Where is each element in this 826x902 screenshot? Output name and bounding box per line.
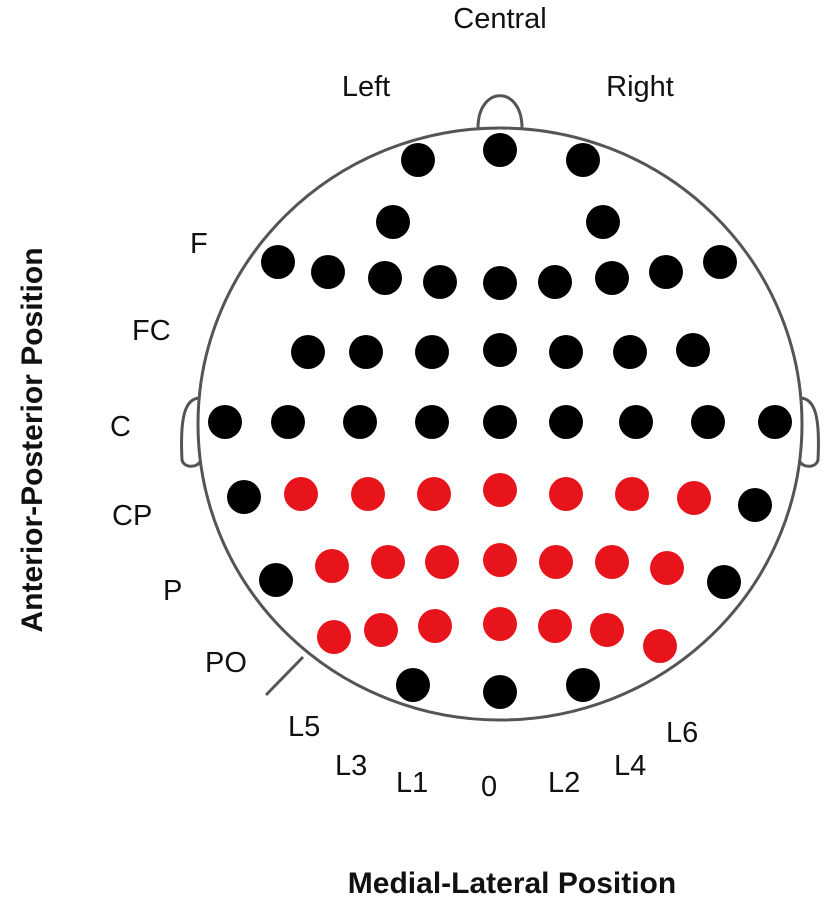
electrode-p-4-active	[425, 545, 459, 579]
electrode-cp-7-active	[615, 477, 649, 511]
electrode-f-2	[311, 255, 345, 289]
lateral-label-l6: L6	[666, 717, 698, 749]
electrode-p-5-active	[483, 543, 517, 577]
lateral-label-l1: L1	[396, 767, 428, 799]
electrode-cp-9	[738, 488, 772, 522]
electrode-c-3	[343, 405, 377, 439]
electrode-fc-5	[549, 335, 583, 369]
electrode-fc-4	[483, 333, 517, 367]
electrode-fc-3	[415, 335, 449, 369]
electrode-po-7-active	[643, 629, 677, 663]
electrode-f-7	[595, 261, 629, 295]
electrode-c-4	[415, 405, 449, 439]
row-label-fc: FC	[132, 315, 171, 347]
electrode-o-3	[566, 668, 600, 702]
electrodes	[208, 133, 792, 709]
electrode-po-3-active	[418, 609, 452, 643]
electrode-cp-8-active	[677, 481, 711, 515]
lateral-label-l3: L3	[335, 750, 367, 782]
left-ear	[180, 396, 202, 468]
electrode-po-6-active	[590, 613, 624, 647]
electrode-fc-2	[349, 335, 383, 369]
electrode-f-6	[538, 265, 572, 299]
electrode-cp-6-active	[549, 477, 583, 511]
electrode-p-8-active	[650, 551, 684, 585]
electrode-c-8	[691, 405, 725, 439]
lateral-label-l5: L5	[288, 711, 320, 743]
electrode-c-5	[483, 405, 517, 439]
electrode-p-2-active	[315, 549, 349, 583]
electrode-f-1	[261, 245, 295, 279]
electrode-top-2-1	[376, 205, 410, 239]
y-axis-title: Anterior-Posterior Position	[16, 247, 49, 632]
electrode-fc-1	[291, 335, 325, 369]
row-label-p: P	[163, 575, 182, 607]
label-right: Right	[606, 71, 674, 103]
electrode-o-2	[483, 675, 517, 709]
electrode-fc-7	[676, 333, 710, 367]
lateral-label-0: 0	[481, 771, 497, 803]
electrode-c-6	[549, 405, 583, 439]
label-central: Central	[453, 3, 547, 35]
electrode-p-7-active	[595, 545, 629, 579]
x-axis-title: Medial-Lateral Position	[348, 867, 676, 900]
electrode-top-1-2	[483, 133, 517, 167]
electrode-top-1-1	[401, 143, 435, 177]
electrode-top-2-2	[586, 205, 620, 239]
label-left: Left	[342, 71, 390, 103]
electrode-p-3-active	[371, 545, 405, 579]
electrode-po-4-active	[483, 607, 517, 641]
electrode-c-2	[271, 405, 305, 439]
electrode-po-5-active	[538, 609, 572, 643]
electrode-po-1-active	[317, 620, 351, 654]
electrode-f-9	[703, 245, 737, 279]
lateral-label-l2: L2	[548, 767, 580, 799]
electrode-cp-1	[227, 480, 261, 514]
electrode-c-9	[758, 405, 792, 439]
electrode-p-9	[707, 565, 741, 599]
electrode-o-1	[396, 668, 430, 702]
row-label-po: PO	[205, 647, 247, 679]
electrode-f-3	[368, 261, 402, 295]
row-label-cp: CP	[112, 500, 152, 532]
electrode-f-8	[649, 255, 683, 289]
row-label-f: F	[190, 228, 208, 260]
electrode-cp-4-active	[417, 477, 451, 511]
po-marker-line	[264, 655, 305, 697]
lateral-label-l4: L4	[614, 750, 646, 782]
electrode-top-1-3	[566, 143, 600, 177]
electrode-f-4	[423, 265, 457, 299]
electrode-p-6-active	[539, 545, 573, 579]
electrode-po-2-active	[364, 613, 398, 647]
electrode-c-1	[208, 405, 242, 439]
right-ear	[798, 396, 820, 468]
electrode-c-7	[619, 405, 653, 439]
nose	[476, 94, 524, 129]
row-label-c: C	[110, 411, 131, 443]
electrode-f-5	[483, 266, 517, 300]
electrode-cp-2-active	[284, 477, 318, 511]
electrode-cp-5-active	[483, 473, 517, 507]
electrode-cp-3-active	[351, 477, 385, 511]
electrode-fc-6	[613, 335, 647, 369]
electrode-p-1	[259, 563, 293, 597]
